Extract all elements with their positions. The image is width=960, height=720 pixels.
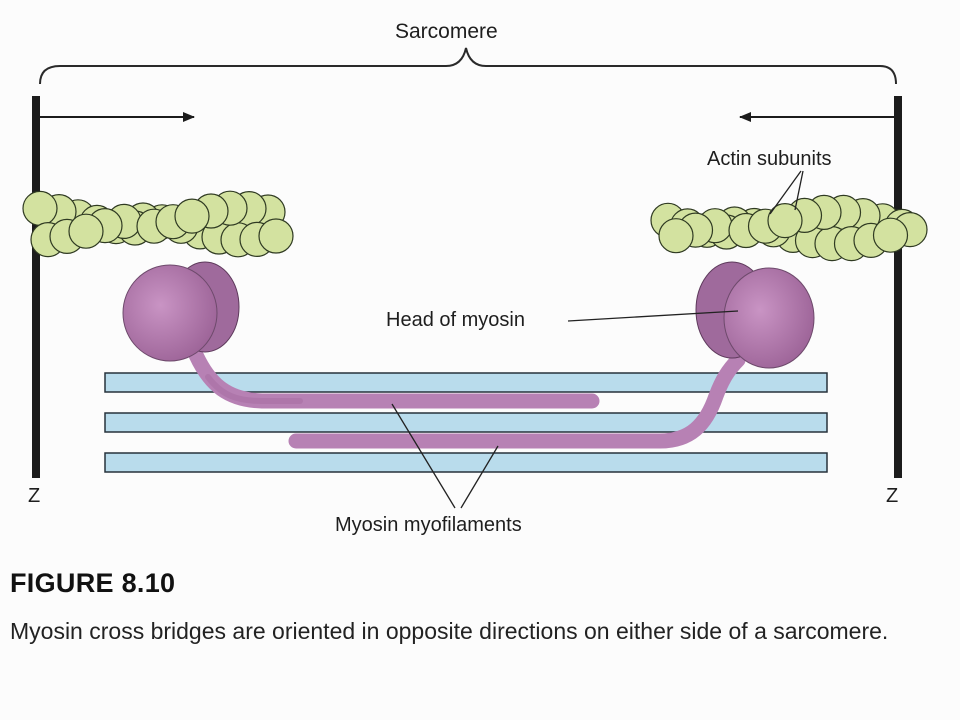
z-label-left: Z bbox=[28, 485, 41, 507]
actin-subunits-label: Actin subunits bbox=[707, 148, 832, 170]
filament-bar-middle bbox=[104, 412, 828, 433]
myosin-myofilaments-label: Myosin myofilaments bbox=[335, 514, 522, 536]
sarcomere-label: Sarcomere bbox=[395, 20, 498, 43]
sarcomere-brace bbox=[39, 47, 897, 85]
actin-right-bead bbox=[767, 203, 803, 239]
leader-actin-1 bbox=[769, 170, 802, 215]
figure-title: FIGURE 8.10 bbox=[10, 568, 176, 598]
actin-right-bead bbox=[872, 217, 909, 253]
actin-left-bead bbox=[174, 198, 210, 234]
actin-filament-left bbox=[22, 190, 294, 258]
leader-actin-2 bbox=[794, 170, 804, 211]
leader-myosin-1 bbox=[391, 403, 456, 509]
actin-left-bead bbox=[258, 218, 294, 254]
actin-right-bead bbox=[658, 218, 694, 254]
leader-myosin-2 bbox=[460, 445, 499, 509]
filament-bar-top bbox=[104, 372, 828, 393]
actin-filament-right bbox=[650, 194, 928, 262]
filament-bar-bottom bbox=[104, 452, 828, 473]
actin-left-bead bbox=[22, 190, 58, 226]
myosin-tail-right bbox=[288, 352, 746, 449]
z-label-right: Z bbox=[886, 485, 899, 507]
figure-caption: Myosin cross bridges are oriented in opp… bbox=[10, 618, 889, 644]
myosin-tail-left-overlap bbox=[205, 374, 303, 404]
myosin-head-right-front bbox=[723, 267, 815, 369]
head-of-myosin-label: Head of myosin bbox=[386, 309, 525, 331]
leader-head bbox=[567, 310, 739, 322]
myosin-head-left-front bbox=[122, 264, 218, 362]
actin-left-bead bbox=[68, 213, 104, 249]
